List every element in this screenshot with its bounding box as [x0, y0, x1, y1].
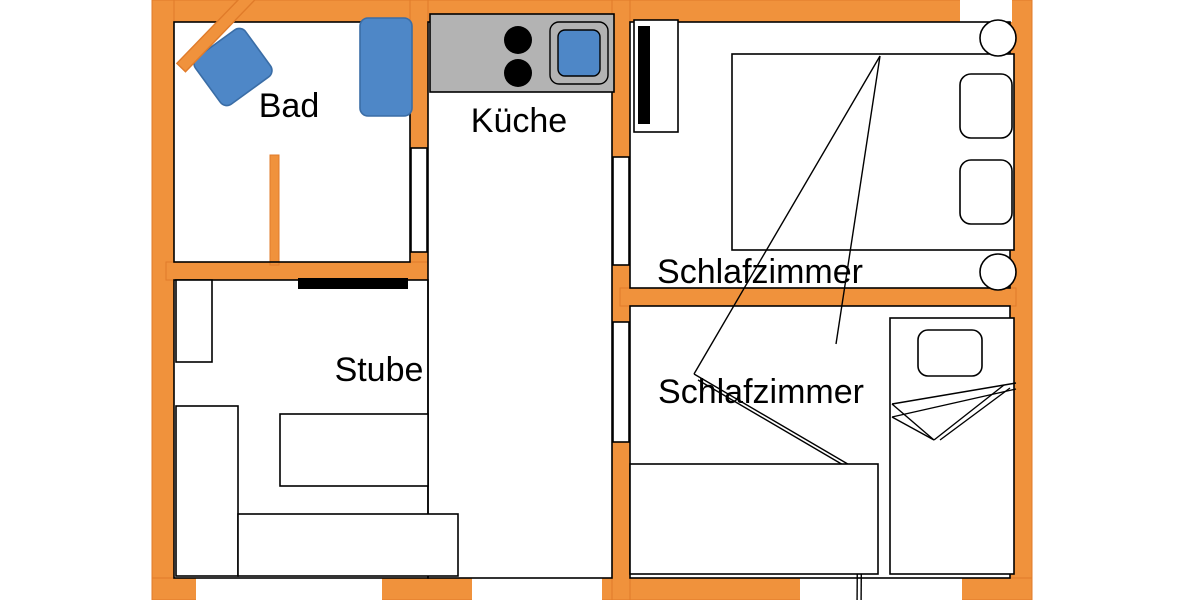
- window-bottom-1: [196, 578, 382, 600]
- interior-walls: [165, 0, 1017, 600]
- door-center-upper: [612, 156, 630, 266]
- door-center-lower: [612, 321, 630, 443]
- bathtub: [193, 27, 273, 107]
- dresser: [629, 463, 879, 575]
- room-label-kueche: Küche: [471, 102, 567, 140]
- wall-center-bottom: [611, 439, 631, 600]
- wall-left: [151, 0, 175, 600]
- pillow-bottom: [959, 159, 1013, 225]
- window-top-right: [960, 0, 1012, 22]
- sofa: [237, 513, 459, 577]
- room-label-stube: Stube: [335, 351, 424, 389]
- room-label-schlafzimmer-1: Schlafzimmer: [657, 253, 863, 291]
- stove-burner-2: [504, 59, 532, 87]
- cabinet-left: [175, 405, 239, 577]
- nightstand-top: [979, 19, 1017, 57]
- door-openings: [410, 147, 630, 443]
- door-kueche-stube: [410, 147, 428, 253]
- window-openings: [196, 0, 1012, 600]
- stove-burner-1: [504, 26, 532, 54]
- door-swing-bad: [175, 0, 265, 73]
- wall-bad-stube: [165, 261, 429, 281]
- pillow-single: [917, 329, 983, 377]
- fixtures-bad: [175, 0, 413, 117]
- fixtures-schlafzimmer-1: [633, 19, 1017, 600]
- fixtures-kueche: [429, 13, 615, 93]
- shelf-upper-left: [175, 279, 213, 363]
- sink-basin: [557, 29, 601, 77]
- shower: [359, 17, 413, 117]
- fixtures-schlafzimmer-2: [629, 317, 1017, 575]
- window-bottom-2: [472, 578, 602, 600]
- pillow-top: [959, 73, 1013, 139]
- outline-bad: [173, 21, 411, 263]
- door-leaf-bad: [175, 0, 265, 73]
- room-label-schlafzimmer-2: Schlafzimmer: [658, 373, 864, 411]
- wall-bad-partition: [269, 154, 280, 266]
- room-label-bad: Bad: [259, 87, 320, 125]
- radiator-bar: [638, 26, 650, 124]
- blanket-fold-2: [891, 382, 1017, 441]
- room-labels: Bad Küche Stube Schlafzimmer Schlafzimme…: [259, 87, 864, 411]
- window-bottom-3: [800, 578, 962, 600]
- fixtures-stube: [175, 278, 459, 577]
- table: [279, 413, 429, 487]
- nightstand-bottom: [979, 253, 1017, 291]
- tv-unit: [298, 278, 408, 289]
